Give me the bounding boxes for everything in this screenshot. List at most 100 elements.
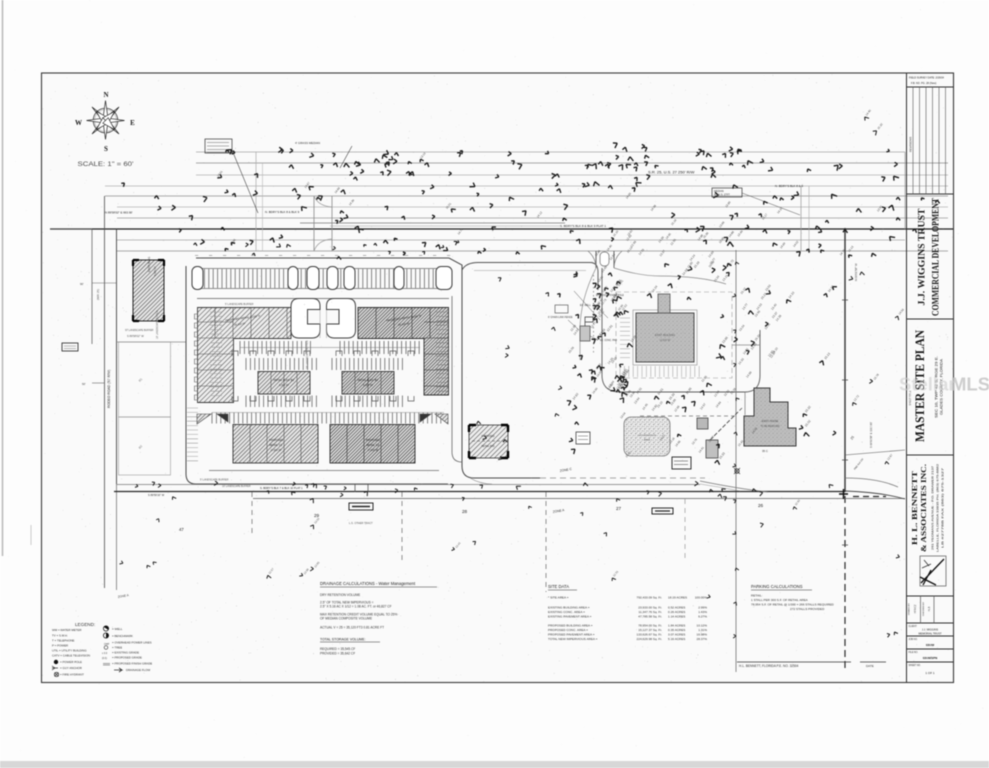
svg-text:S 00'01'58" E 1317.95': S 00'01'58" E 1317.95'	[869, 421, 873, 448]
svg-text:H.L. BENNETT, FLORIDA P.E. N: H.L. BENNETT, FLORIDA P.E. NO. 32504	[739, 664, 799, 668]
svg-text:EX. WELL: EX. WELL	[580, 305, 591, 307]
svg-text:FILE NO.: FILE NO.	[909, 652, 919, 654]
svg-text:FIELD SURVEY DATE: 2/26/04: FIELD SURVEY DATE: 2/26/04	[909, 77, 944, 80]
svg-text:14.88: 14.88	[727, 230, 735, 238]
svg-text:13.13: 13.13	[626, 245, 634, 253]
svg-text:RETAIL PAD: RETAIL PAD	[482, 445, 495, 448]
svg-text:14.37: 14.37	[776, 206, 784, 214]
svg-text:17,000 SF: 17,000 SF	[367, 449, 379, 452]
svg-text:03UW: 03UW	[926, 643, 935, 647]
svg-text:13.90: 13.90	[629, 390, 637, 398]
svg-text:13.93: 13.93	[750, 342, 758, 351]
svg-text:12.92: 12.92	[794, 498, 802, 506]
svg-text:TV = S.M.H.: TV = S.M.H.	[52, 634, 68, 638]
svg-text:12.55: 12.55	[669, 238, 677, 246]
svg-text:14.05: 14.05	[595, 369, 603, 377]
svg-text:10.12%: 10.12%	[697, 624, 708, 628]
svg-text:13.22: 13.22	[620, 370, 628, 379]
svg-text:16.98%: 16.98%	[697, 633, 708, 637]
svg-text:14.95: 14.95	[664, 232, 672, 240]
svg-text:28,350 SF: 28,350 SF	[398, 322, 410, 327]
svg-text:13.15: 13.15	[610, 294, 618, 302]
svg-text:SITE DATA: SITE DATA	[548, 584, 569, 589]
svg-text:14.77: 14.77	[741, 302, 749, 310]
svg-text:AREA: AREA	[644, 439, 650, 442]
svg-text:14.14: 14.14	[611, 292, 619, 300]
svg-text:12.63: 12.63	[707, 435, 715, 443]
svg-text:12.95: 12.95	[700, 374, 708, 382]
svg-text:14.89: 14.89	[600, 265, 608, 273]
svg-text:12.63: 12.63	[625, 233, 633, 241]
svg-text:15.32: 15.32	[804, 405, 812, 414]
svg-text:13.19: 13.19	[419, 151, 427, 159]
svg-text:20' LANDSCAPE BUFFER: 20' LANDSCAPE BUFFER	[306, 340, 309, 369]
svg-text:PROPOSED: PROPOSED	[481, 436, 494, 438]
svg-text:14.39: 14.39	[348, 198, 356, 206]
svg-text:14.89: 14.89	[745, 370, 753, 378]
svg-text:14.01: 14.01	[216, 169, 224, 177]
svg-text:78,954 S.F. OF RETAIL @ 1/300: 78,954 S.F. OF RETAIL @ 1/300 = 266 STAL…	[751, 603, 835, 607]
svg-text:261 YEOMANS AVENUE - P.O. DRAW: 261 YEOMANS AVENUE - P.O. DRAWER 2137	[931, 465, 935, 550]
svg-text:15.06: 15.06	[567, 345, 575, 353]
svg-text:H. L. BENNETT: H. L. BENNETT	[910, 471, 919, 545]
svg-text:13.63: 13.63	[610, 356, 618, 364]
svg-text:HFR/CZ: HFR/CZ	[914, 604, 917, 613]
svg-text:18.19 ACRES: 18.19 ACRES	[668, 596, 687, 600]
svg-text:03UWSPN: 03UWSPN	[923, 656, 938, 660]
svg-text:14.74: 14.74	[456, 227, 464, 235]
svg-text:12.60: 12.60	[618, 381, 626, 389]
svg-text:PARKING CALCULATIONS: PARKING CALCULATIONS	[751, 584, 803, 589]
svg-text:REQUIRED = 35,545 CF: REQUIRED = 35,545 CF	[320, 647, 355, 651]
svg-text:CHECKED BY: CHECKED BY	[923, 601, 925, 616]
svg-text:11,347.76 Sq. Ft.: 11,347.76 Sq. Ft.	[638, 610, 662, 614]
svg-text:= FIRE HYDRANT: = FIRE HYDRANT	[60, 673, 84, 677]
svg-text:RETAIL 'C1': RETAIL 'C1'	[269, 444, 283, 447]
svg-text:13.85: 13.85	[724, 200, 732, 208]
svg-text:R2: R2	[138, 444, 144, 450]
svg-text:DRY RETENTION VOLUME: DRY RETENTION VOLUME	[320, 593, 360, 597]
svg-text:14.33: 14.33	[737, 357, 745, 365]
svg-text:14.83: 14.83	[616, 378, 624, 386]
svg-text:14.00: 14.00	[591, 386, 599, 394]
svg-text:15.32: 15.32	[876, 122, 884, 130]
svg-text:T = TELEPHONE: T = TELEPHONE	[52, 639, 75, 643]
svg-text:35 C: 35 C	[762, 449, 768, 453]
svg-text:RETAIL:: RETAIL:	[751, 594, 763, 598]
svg-text:0.35 ACRES: 0.35 ACRES	[668, 628, 685, 632]
svg-text:MLS: MLS	[951, 374, 989, 395]
svg-text:13.86: 13.86	[721, 335, 729, 344]
svg-text:RODEO ROAD (50' R/W): RODEO ROAD (50' R/W)	[107, 370, 111, 408]
svg-text:SEC 10, TWP 42 S, RGE 29 E.: SEC 10, TWP 42 S, RGE 29 E.	[935, 356, 939, 418]
svg-text:E: E	[130, 119, 135, 127]
svg-text:S.R. 25, U.S. 27 250' R/W: S.R. 25, U.S. 27 250' R/W	[648, 170, 695, 175]
svg-text:15.19: 15.19	[693, 260, 701, 269]
svg-text:J.J. WIGGINS: J.J. WIGGINS	[922, 628, 939, 632]
svg-text:LABELLE, FLORIDA 33935 PH. (: LABELLE, FLORIDA 33935 PH. (863) 675-888…	[936, 463, 940, 552]
svg-text:12.57: 12.57	[267, 567, 275, 575]
svg-text:S. BDRY'S BLK 8 & BLK 9 PL: S. BDRY'S BLK 8 & BLK 9 PLAT 1	[560, 224, 606, 228]
svg-text:14.18: 14.18	[827, 284, 835, 293]
svg-text:14.66: 14.66	[674, 439, 682, 447]
svg-text:FND 4x4 CM: FND 4x4 CM	[853, 458, 864, 471]
svg-text:15.41: 15.41	[596, 297, 604, 305]
svg-text:14.57: 14.57	[699, 402, 707, 410]
svg-text:14.76: 14.76	[839, 248, 847, 256]
svg-text:14.65: 14.65	[625, 191, 633, 199]
svg-text:= GUY ANCHOR: = GUY ANCHOR	[60, 666, 82, 670]
svg-text:12.89: 12.89	[569, 324, 577, 332]
svg-text:= POWER POLE: = POWER POLE	[60, 660, 82, 664]
svg-text:ZONE C: ZONE C	[559, 467, 572, 473]
svg-text:DRY RETENTION: DRY RETENTION	[638, 435, 656, 437]
svg-text:13.66: 13.66	[718, 220, 726, 228]
svg-text:(M/R 25): (M/R 25)	[96, 289, 100, 300]
svg-text:12,000 SF: 12,000 SF	[659, 339, 671, 342]
svg-text:= OVERHEAD POWER LINES: = OVERHEAD POWER LINES	[112, 641, 152, 645]
svg-text:HLB: HLB	[928, 606, 931, 611]
svg-text:14.02: 14.02	[792, 240, 800, 248]
svg-text:EXISTING BUILDING AREA =: EXISTING BUILDING AREA =	[548, 606, 590, 610]
svg-text:12.98: 12.98	[630, 240, 638, 248]
svg-text:50': 50'	[82, 382, 86, 386]
svg-text:12.51: 12.51	[612, 569, 620, 577]
svg-text:15.13: 15.13	[823, 352, 831, 361]
svg-text:14.51: 14.51	[656, 387, 664, 396]
